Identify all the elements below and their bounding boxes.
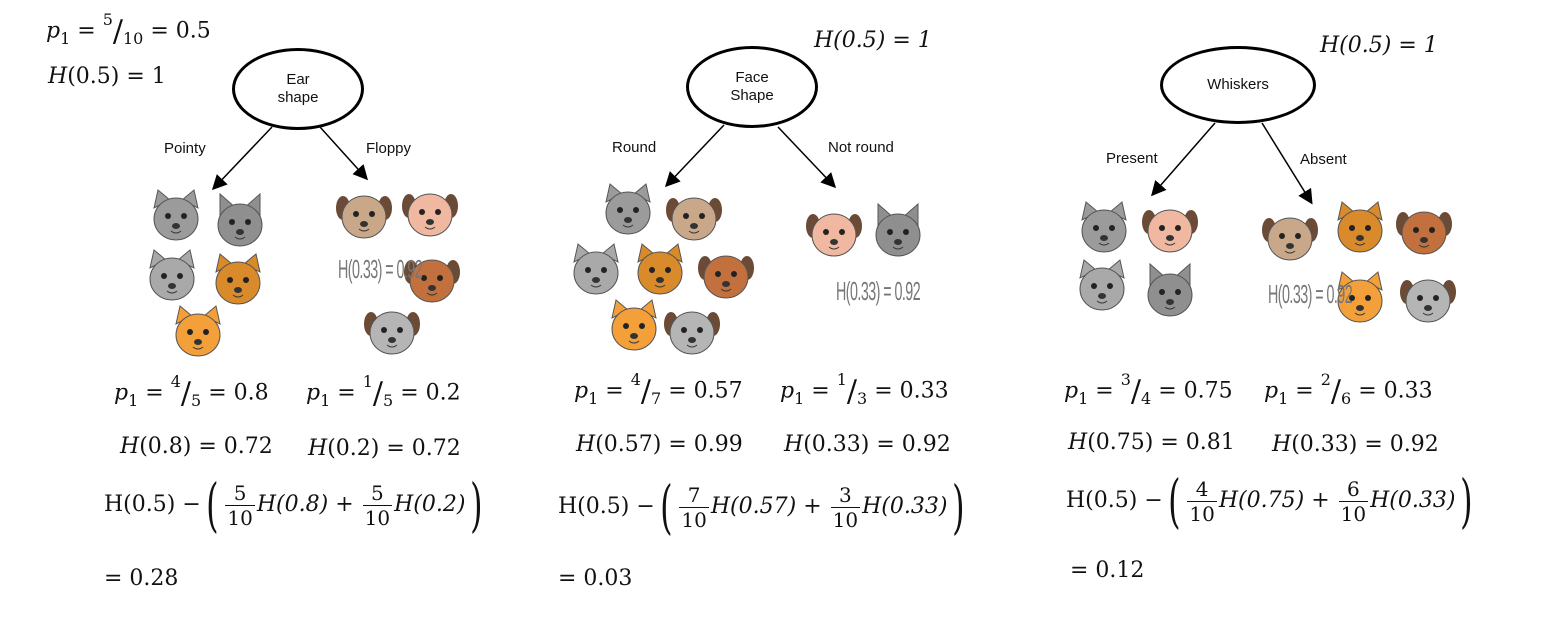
face-right-H: H(0.33) = 0.92 [784,432,951,457]
floppy-ear-cat-icon [806,213,862,257]
branch-pointy: Pointy [164,140,206,157]
gray-cat-2-icon [1079,259,1125,311]
gray-wolf-cat-icon [1147,262,1193,317]
node-whiskers: Whiskers [1160,46,1316,124]
branch-floppy: Floppy [366,140,412,157]
brown-dog-icon [1396,211,1452,255]
whiskers-gain-result: = 0.12 [1070,558,1145,583]
orange-white-cat-icon [1337,271,1383,323]
branch-round: Round [612,139,657,156]
node-ear-shape: Ear shape [232,48,364,130]
branch-present: Present [1106,150,1158,167]
ear-right-H: H(0.2) = 0.72 [308,436,461,461]
arrow-ear-pointy [211,126,273,191]
gray-dog-icon [1400,279,1456,323]
node-face-shape: Face Shape [686,46,818,128]
face-root-entropy: H(0.5) = 1 [814,28,932,53]
gray-cat-icon [153,189,199,241]
whiskers-left-H: H(0.75) = 0.81 [1068,430,1235,455]
arrow-face-notround [777,126,837,189]
arrow-whiskers-present [1151,122,1216,197]
gray-wolf-cat-icon [217,192,263,247]
floppy-ear-cat-icon [1142,209,1198,253]
face-left-p1: p1 = 4/7 = 0.57 [574,370,743,409]
pug-dog-icon [1262,217,1318,261]
pug-dog-icon [336,195,392,239]
whiskers-right-p1: p1 = 2/6 = 0.33 [1264,370,1433,409]
gray-cat-icon [605,183,651,235]
gray-cat-2-icon [149,249,195,301]
gray-wolf-cat-icon [875,202,921,257]
handwritten-note-whiskers: H(0.33) = 0.92 [1268,279,1353,309]
handwritten-note-ear: H(0.33) = 0.92 [338,254,423,284]
whiskers-left-p1: p1 = 3/4 = 0.75 [1064,370,1233,409]
orange-cat-icon [637,243,683,295]
orange-white-cat-icon [175,305,221,357]
floppy-ear-cat-icon [402,193,458,237]
whiskers-right-H: H(0.33) = 0.92 [1272,432,1439,457]
face-left-H: H(0.57) = 0.99 [576,432,743,457]
root-p1: p1 = 5/10 = 0.5 [46,10,211,49]
ear-left-p1: p1 = 4/5 = 0.8 [114,372,269,411]
ear-right-p1: p1 = 1/5 = 0.2 [306,372,461,411]
gray-dog-icon [664,311,720,355]
gray-cat-2-icon [573,243,619,295]
ear-gain-result: = 0.28 [104,566,179,591]
ear-left-H: H(0.8) = 0.72 [120,434,273,459]
arrow-whiskers-absent [1261,122,1313,205]
branch-not-round: Not round [828,139,894,156]
arrow-face-round [664,124,725,188]
whiskers-root-entropy: H(0.5) = 1 [1320,33,1438,58]
face-right-p1: p1 = 1/3 = 0.33 [780,370,949,409]
orange-cat-icon [215,253,261,305]
face-gain-result: = 0.03 [558,566,633,591]
brown-dog-icon [698,255,754,299]
arrow-ear-floppy [319,126,369,181]
branch-absent: Absent [1300,151,1347,168]
pug-dog-icon [666,197,722,241]
root-entropy: H(0.5) = 1 [48,64,166,89]
orange-cat-icon [1337,201,1383,253]
gray-dog-icon [364,311,420,355]
brown-dog-icon [404,259,460,303]
handwritten-note-face: H(0.33) = 0.92 [836,276,921,306]
orange-white-cat-icon [611,299,657,351]
gray-cat-icon [1081,201,1127,253]
